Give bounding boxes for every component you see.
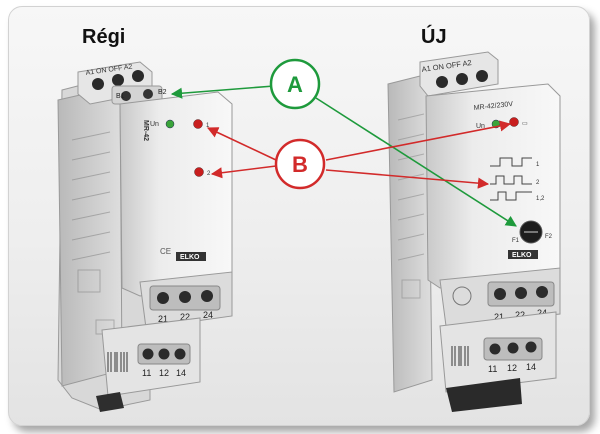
old-relay-device: A1 ON OFF A2 B1 B2 MR-42 Un 1 2 ELKO CE (57, 61, 233, 412)
title-old: Régi (82, 26, 126, 48)
callout-arrows (170, 85, 517, 227)
new-side-label (397, 113, 425, 299)
screw-icon (158, 348, 170, 360)
screw-icon (179, 291, 191, 303)
new-terminal-11: 11 (488, 364, 497, 374)
ce-mark-icon: CE (160, 247, 171, 256)
callout-b-circle (274, 138, 326, 190)
new-led-symbol: ▭ (522, 121, 528, 127)
old-terminal-14: 14 (176, 368, 186, 378)
arrow-b-to-new-led (325, 120, 512, 161)
elko-badge-icon (452, 286, 472, 306)
old-relay-label-1: 1 (206, 123, 210, 129)
callout-a-circle (269, 58, 321, 110)
screw-icon (132, 70, 144, 82)
arrow-a-to-old-b-terminals (170, 85, 275, 99)
old-relay-label-2: 2 (207, 171, 211, 177)
new-relay-label-2: 2 (536, 180, 540, 186)
old-terminal-24: 24 (203, 310, 213, 320)
callout-a-label: A (287, 72, 303, 97)
new-device-front (425, 83, 561, 289)
new-device-side (387, 73, 433, 393)
title-new: ÚJ (421, 26, 447, 48)
new-model-label: MR-42/230V (473, 101, 513, 112)
new-relay-label-1: 1 (536, 162, 540, 168)
screw-icon (525, 341, 537, 353)
new-red-led-icon (509, 117, 519, 127)
new-brand-logo: ELKO (512, 252, 532, 259)
new-barcode (451, 346, 469, 366)
old-side-label (71, 131, 115, 335)
old-terminal-11: 11 (142, 368, 151, 378)
screw-icon (112, 74, 124, 86)
new-terminal-21: 21 (494, 312, 504, 322)
callout-b: B (274, 138, 326, 190)
old-device-front (119, 91, 233, 297)
old-green-led-icon (165, 119, 175, 129)
arrow-b-to-old-led-1 (206, 127, 277, 161)
new-terminal-24: 24 (537, 308, 547, 318)
screw-icon (494, 288, 506, 300)
arrow-b-to-new-diagram (325, 169, 490, 189)
screw-icon (536, 286, 548, 298)
new-led-label: Un (476, 123, 485, 130)
screw-icon (121, 91, 131, 101)
new-terminal-14: 14 (526, 362, 536, 372)
new-knob-label-f1: F1 (512, 238, 520, 244)
screw-icon (143, 89, 153, 99)
arrow-a-to-new-knob (315, 97, 517, 227)
old-terminal-21: 21 (158, 314, 168, 324)
din-clip (96, 392, 124, 412)
screw-icon (489, 343, 501, 355)
screw-icon (507, 342, 519, 354)
old-led-label: Un (150, 121, 159, 128)
new-terminal-12: 12 (507, 363, 517, 373)
old-barcode (107, 352, 128, 372)
screw-icon (201, 290, 213, 302)
old-model-label: MR-42 (142, 120, 149, 141)
screw-icon (515, 287, 527, 299)
new-relay-device: A1 ON OFF A2 MR-42/230V Un ▭ 1 2 1,2 F1 (387, 51, 561, 412)
old-brand-logo: ELKO (180, 254, 200, 261)
old-terminal-12: 12 (159, 368, 169, 378)
screw-icon (142, 348, 154, 360)
callout-a: A (269, 58, 321, 110)
new-timing-diagrams (490, 157, 532, 201)
old-red-led-1-icon (193, 119, 203, 129)
new-relay-label-12: 1,2 (536, 196, 545, 202)
new-terminal-22: 22 (515, 310, 525, 320)
arrow-b-to-old-led-2 (210, 165, 277, 179)
din-clip (446, 378, 522, 412)
screw-icon (174, 348, 186, 360)
screw-icon (157, 292, 169, 304)
screw-icon (476, 70, 488, 82)
screw-icon (436, 76, 448, 88)
screw-icon (456, 73, 468, 85)
screw-icon (92, 78, 104, 90)
new-knob-label-f2: F2 (545, 234, 553, 240)
old-b1-label: B1 (116, 93, 125, 100)
old-red-led-2-icon (194, 167, 204, 177)
callout-b-label: B (292, 152, 308, 177)
old-terminal-22: 22 (180, 312, 190, 322)
old-b2-label: B2 (158, 89, 167, 96)
